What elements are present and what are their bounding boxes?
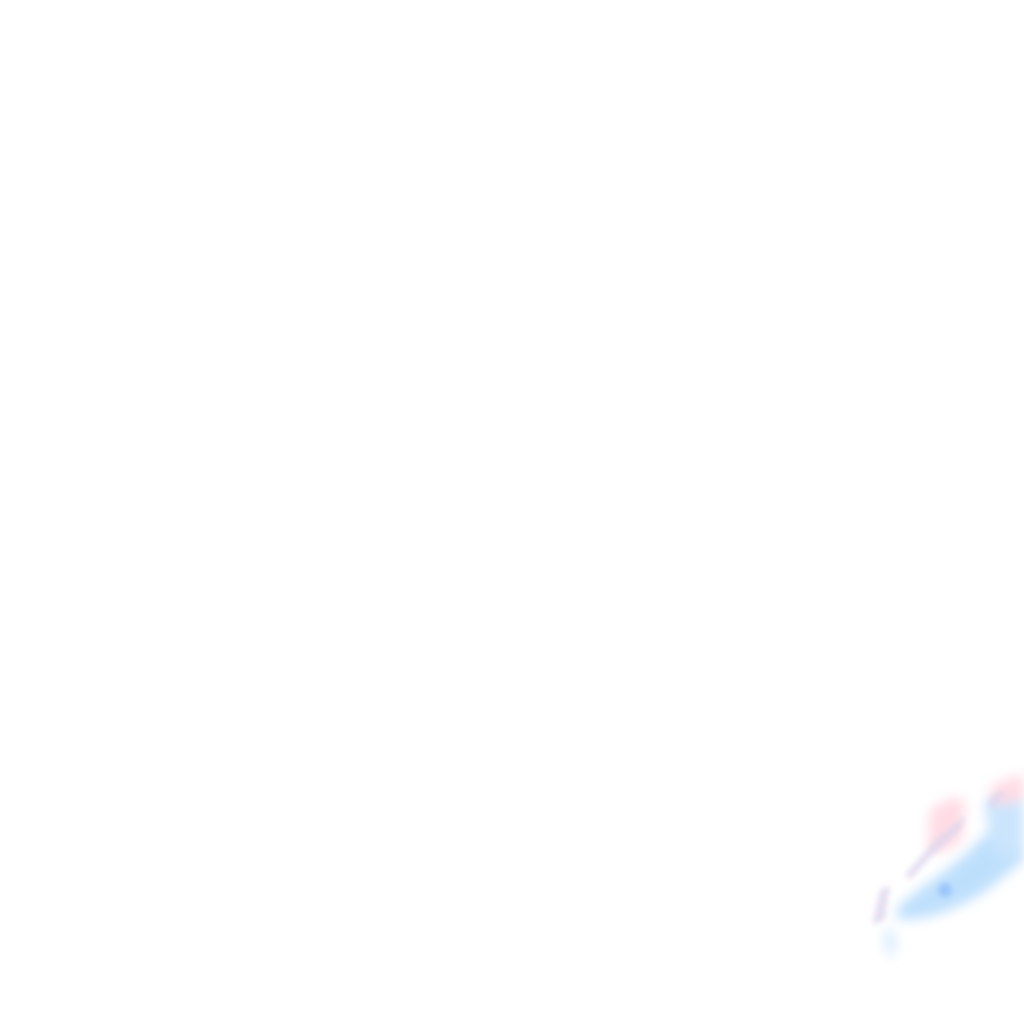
rain-core xyxy=(938,883,952,897)
mixed-precip-band xyxy=(905,815,965,880)
rain-area xyxy=(884,928,896,958)
mixed-precip-band xyxy=(872,885,890,925)
mixed-precip-band xyxy=(988,790,1005,810)
